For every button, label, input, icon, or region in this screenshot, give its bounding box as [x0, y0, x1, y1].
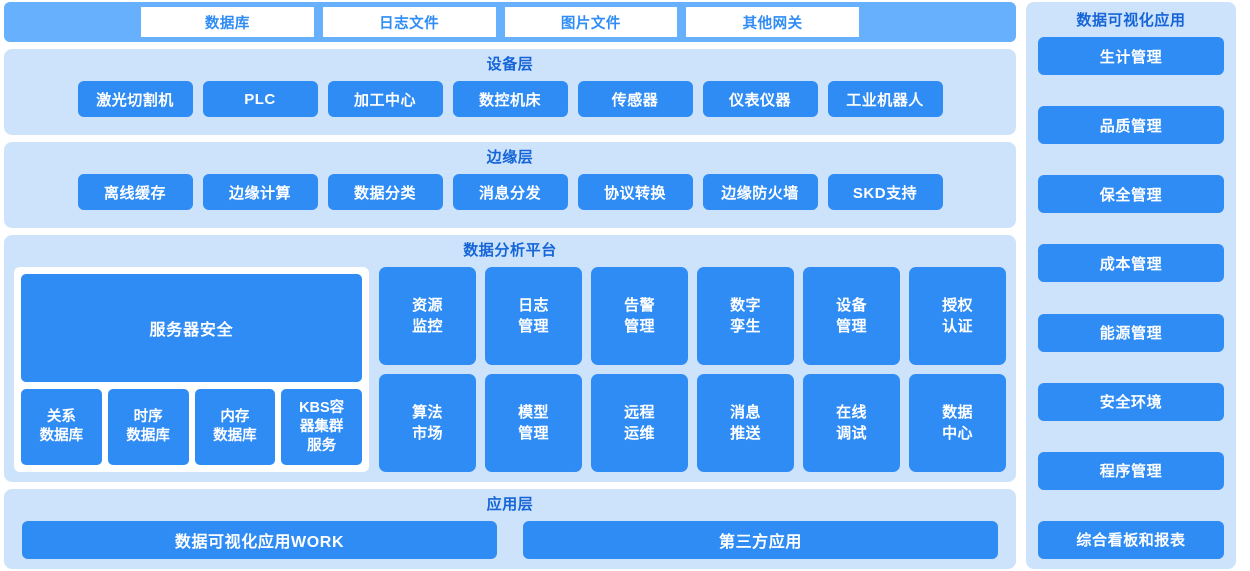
module-data-center[interactable]: 数据 中心: [909, 374, 1006, 472]
application-layer-items: 数据可视化应用WORK 第三方应用: [14, 521, 1006, 559]
module-data-center-line1: 数据: [942, 404, 973, 421]
database-relational[interactable]: 关系 数据库: [21, 389, 102, 465]
database-kbs-line1: KBS容: [299, 399, 345, 416]
edge-item-data-classification[interactable]: 数据分类: [327, 174, 443, 210]
database-timeseries[interactable]: 时序 数据库: [107, 389, 189, 465]
device-item-sensor[interactable]: 传感器: [577, 81, 693, 117]
platform-module-grid: 资源 监控 日志 管理 告警 管理 数字 孪生: [379, 267, 1006, 472]
server-security-card[interactable]: 服务器安全: [21, 274, 362, 382]
edge-item-message-dispatch[interactable]: 消息分发: [452, 174, 568, 210]
database-inmemory-line2: 数据库: [213, 428, 257, 444]
module-log-management-line2: 管理: [518, 318, 549, 335]
module-device-management[interactable]: 设备 管理: [803, 267, 900, 365]
sidebar-item-energy-management[interactable]: 能源管理: [1038, 313, 1224, 352]
sidebar-item-dashboard-reports[interactable]: 综合看板和报表: [1038, 520, 1224, 559]
sidebar-item-cost-management[interactable]: 成本管理: [1038, 244, 1224, 283]
platform-layer-body: 服务器安全 关系 数据库 时序 数据库 内存 数据库: [14, 267, 1006, 472]
device-item-industrial-robot[interactable]: 工业机器人: [827, 81, 943, 117]
device-layer-panel: 设备层 激光切割机 PLC 加工中心 数控机床 传感器 仪表仪器 工业机器人: [4, 49, 1016, 135]
server-security-box: 服务器安全 关系 数据库 时序 数据库 内存 数据库: [14, 267, 369, 472]
edge-item-edge-firewall[interactable]: 边缘防火墙: [702, 174, 818, 210]
sidebar-item-quality-management[interactable]: 品质管理: [1038, 106, 1224, 145]
module-model-management-line2: 管理: [518, 425, 549, 442]
database-timeseries-line1: 时序: [133, 409, 163, 425]
device-layer-title: 设备层: [486, 56, 534, 73]
database-timeseries-line2: 数据库: [126, 428, 170, 444]
database-kbs-container-cluster[interactable]: KBS容 器集群 服务: [281, 389, 362, 465]
module-online-debugging-line2: 调试: [836, 425, 867, 442]
device-item-laser-cutter[interactable]: 激光切割机: [77, 81, 193, 117]
device-item-plc[interactable]: PLC: [202, 81, 318, 117]
module-algorithm-market-line1: 算法: [412, 404, 443, 421]
module-algorithm-market[interactable]: 算法 市场: [379, 374, 476, 472]
module-online-debugging-line1: 在线: [836, 404, 867, 421]
module-alarm-management-line1: 告警: [624, 297, 655, 314]
application-item-visualization-work[interactable]: 数据可视化应用WORK: [22, 521, 497, 559]
module-authorization-line2: 认证: [942, 318, 973, 335]
sidebar-item-program-management[interactable]: 程序管理: [1038, 451, 1224, 490]
platform-layer-title: 数据分析平台: [463, 242, 557, 259]
main-column: 数据库 日志文件 图片文件 其他网关 设备层 激光切割机 PLC 加工中心 数控…: [4, 2, 1016, 569]
module-log-management-line1: 日志: [518, 297, 549, 314]
module-model-management[interactable]: 模型 管理: [485, 374, 582, 472]
module-digital-twin-line1: 数字: [730, 297, 761, 314]
platform-layer-panel: 数据分析平台 服务器安全 关系 数据库 时序 数据库: [4, 235, 1016, 482]
module-resource-monitoring-line1: 资源: [412, 297, 443, 314]
module-message-push-line1: 消息: [730, 404, 761, 421]
module-device-management-line1: 设备: [836, 297, 867, 314]
edge-item-skd-support[interactable]: SKD支持: [827, 174, 943, 210]
application-layer-panel: 应用层 数据可视化应用WORK 第三方应用: [4, 489, 1016, 569]
database-inmemory[interactable]: 内存 数据库: [194, 389, 276, 465]
edge-item-offline-cache[interactable]: 离线缓存: [77, 174, 193, 210]
database-kbs-line3: 服务: [307, 437, 337, 454]
module-digital-twin[interactable]: 数字 孪生: [697, 267, 794, 365]
device-item-instrument[interactable]: 仪表仪器: [702, 81, 818, 117]
database-row: 关系 数据库 时序 数据库 内存 数据库 KBS容: [21, 389, 362, 465]
database-relational-line2: 数据库: [39, 428, 84, 444]
edge-layer-title: 边缘层: [486, 149, 534, 166]
module-remote-maintenance-line1: 远程: [624, 404, 655, 421]
device-item-machining-center[interactable]: 加工中心: [327, 81, 443, 117]
module-device-management-line2: 管理: [836, 318, 867, 335]
module-model-management-line1: 模型: [518, 404, 549, 421]
sidebar-title: 数据可视化应用: [1076, 12, 1186, 29]
gateway-chip-image-file[interactable]: 图片文件: [504, 7, 678, 37]
module-alarm-management-line2: 管理: [624, 318, 655, 335]
sidebar-item-safety-environment[interactable]: 安全环境: [1038, 382, 1224, 421]
module-resource-monitoring[interactable]: 资源 监控: [379, 267, 476, 365]
edge-item-edge-computing[interactable]: 边缘计算: [202, 174, 318, 210]
module-remote-maintenance[interactable]: 远程 运维: [591, 374, 688, 472]
sidebar-item-list: 生计管理 品质管理 保全管理 成本管理 能源管理 安全环境 程序管理 综合看板和…: [1038, 37, 1224, 559]
module-message-push[interactable]: 消息 推送: [697, 374, 794, 472]
module-authorization-authentication[interactable]: 授权 认证: [909, 267, 1006, 365]
sidebar-item-production-management[interactable]: 生计管理: [1038, 37, 1224, 75]
module-data-center-line2: 中心: [942, 425, 973, 442]
database-inmemory-line1: 内存: [220, 409, 250, 425]
device-layer-items: 激光切割机 PLC 加工中心 数控机床 传感器 仪表仪器 工业机器人: [14, 81, 1006, 117]
gateway-chip-database[interactable]: 数据库: [141, 7, 314, 37]
module-online-debugging[interactable]: 在线 调试: [803, 374, 900, 472]
database-relational-line1: 关系: [46, 409, 76, 425]
edge-item-protocol-conversion[interactable]: 协议转换: [577, 174, 693, 210]
gateway-band: 数据库 日志文件 图片文件 其他网关: [4, 2, 1016, 42]
application-layer-title: 应用层: [486, 496, 534, 513]
device-item-cnc-machine[interactable]: 数控机床: [452, 81, 568, 117]
sidebar-item-maintenance-management[interactable]: 保全管理: [1038, 175, 1224, 214]
module-authorization-line1: 授权: [942, 297, 973, 314]
edge-layer-items: 离线缓存 边缘计算 数据分类 消息分发 协议转换 边缘防火墙 SKD支持: [14, 174, 1006, 210]
gateway-chip-other-gateway[interactable]: 其他网关: [686, 7, 859, 37]
database-kbs-line2: 器集群: [299, 418, 344, 435]
module-remote-maintenance-line2: 运维: [624, 425, 655, 442]
application-item-third-party[interactable]: 第三方应用: [523, 521, 998, 559]
gateway-chip-log-file[interactable]: 日志文件: [322, 7, 496, 37]
module-algorithm-market-line2: 市场: [412, 425, 443, 442]
module-resource-monitoring-line2: 监控: [412, 318, 443, 335]
module-log-management[interactable]: 日志 管理: [485, 267, 582, 365]
module-alarm-management[interactable]: 告警 管理: [591, 267, 688, 365]
module-digital-twin-line2: 孪生: [730, 318, 761, 335]
edge-layer-panel: 边缘层 离线缓存 边缘计算 数据分类 消息分发 协议转换 边缘防火墙 SKD支持: [4, 142, 1016, 228]
module-message-push-line2: 推送: [730, 425, 761, 442]
visualization-sidebar: 数据可视化应用 生计管理 品质管理 保全管理 成本管理 能源管理 安全环境 程序…: [1026, 2, 1236, 569]
